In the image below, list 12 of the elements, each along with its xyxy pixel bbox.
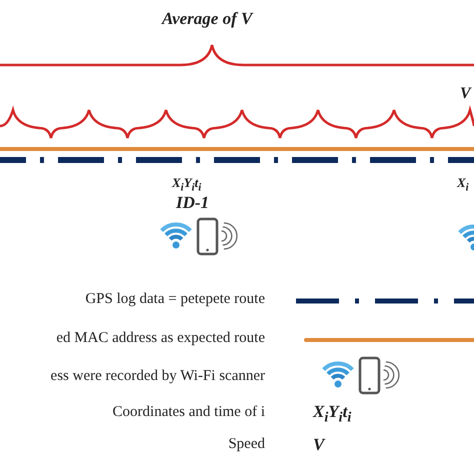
- coordinates-label: X$_{i}$Y$_{i}$t$_{i}$: [172, 176, 202, 194]
- brace-label: V: [460, 86, 471, 102]
- legend-symbol: V: [313, 436, 324, 453]
- legend-text: ed MAC address as expected route: [56, 331, 265, 346]
- legend-text: Coordinates and time of i: [112, 405, 265, 420]
- legend-text: GPS log data = petepete route: [85, 292, 265, 307]
- device-id: ID-1: [176, 194, 210, 211]
- legend-symbol: X$_{i}$Y$_{i}$t$_{i}$: [313, 403, 352, 425]
- legend-text: ess were recorded by Wi-Fi scanner: [50, 369, 265, 384]
- legend-text: Speed: [228, 437, 265, 452]
- coordinates-label: X$_{i}$: [457, 176, 469, 194]
- brace-label: Average of V: [162, 10, 252, 27]
